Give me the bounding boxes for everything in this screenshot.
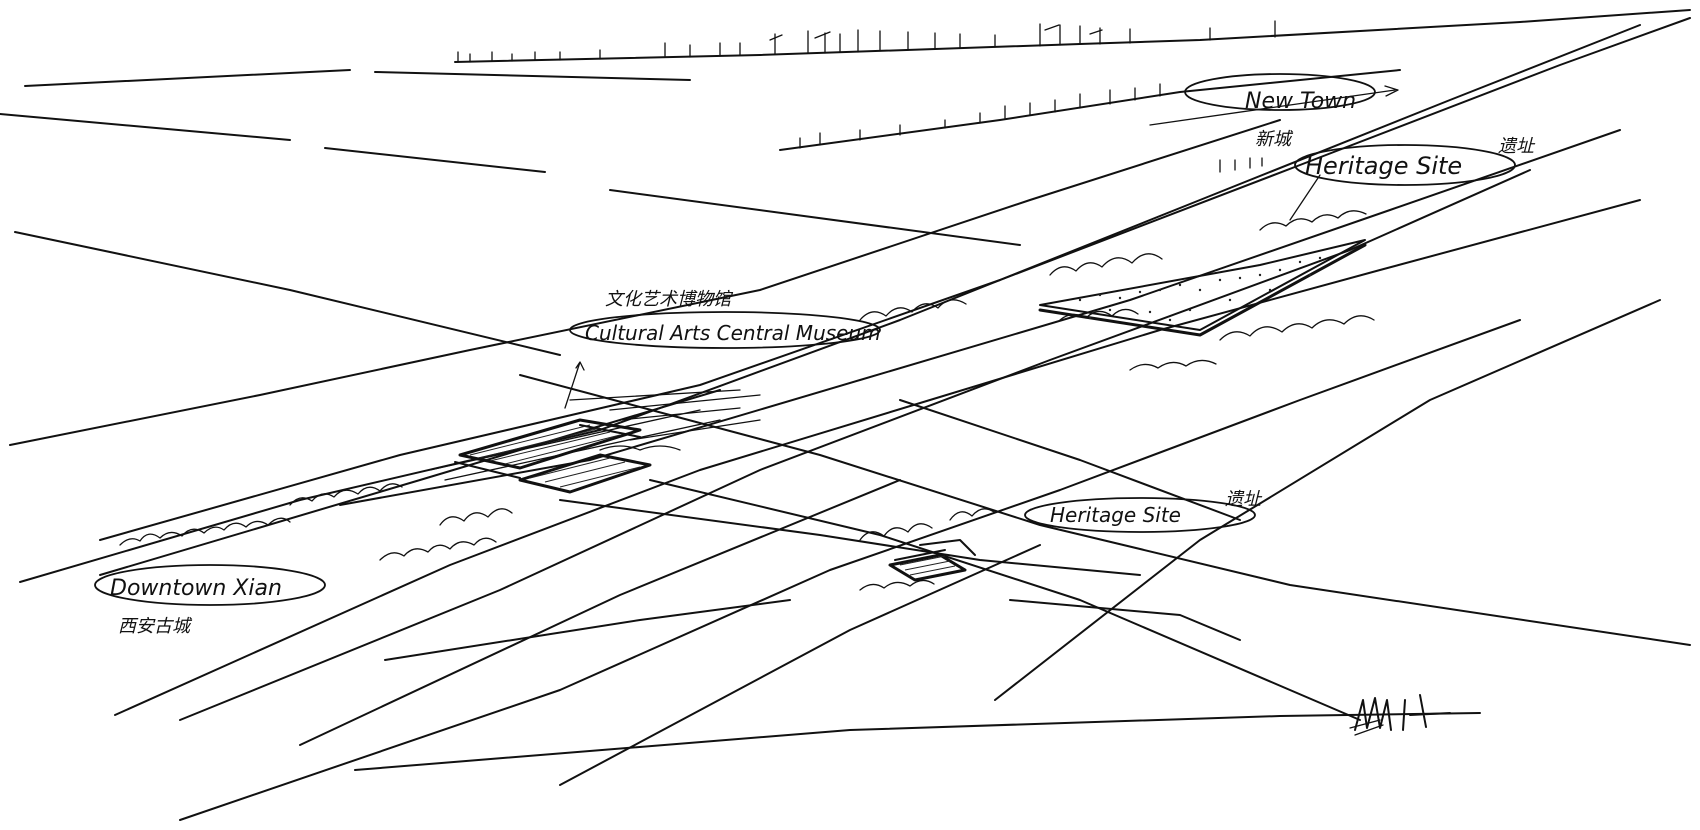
museum-label: Cultural Arts Central Museum	[585, 321, 881, 345]
vegetation	[119, 210, 1375, 591]
downtown-label: Downtown Xian	[110, 576, 282, 601]
museum-building	[429, 389, 761, 494]
heritage-site-bottom-plan	[888, 539, 976, 582]
downtown-label-zh: 西安古城	[118, 616, 193, 637]
heritage-site-top-plan	[1038, 174, 1367, 337]
new-town-label-zh: 新城	[1255, 129, 1294, 150]
heritage-site-top-label: Heritage Site	[1305, 152, 1462, 180]
museum-label-zh: 文化艺术博物馆	[605, 289, 734, 310]
artist-signature	[1349, 694, 1451, 736]
museum-pointer	[564, 361, 585, 409]
heritage-site-bottom-label-zh: 遗址	[1225, 489, 1263, 510]
horizon-lines-left	[0, 69, 1021, 356]
tree-row-middle	[779, 69, 1401, 173]
cross-lines	[179, 299, 1691, 821]
label-ellipses	[94, 73, 1516, 606]
heritage-site-bottom-label: Heritage Site	[1050, 503, 1181, 527]
skyline	[454, 9, 1691, 63]
heritage-site-top-label-zh: 遗址	[1498, 136, 1536, 157]
north-arrow	[1149, 85, 1399, 126]
axis-bands	[9, 17, 1691, 721]
new-town-label: New Town	[1245, 89, 1356, 114]
